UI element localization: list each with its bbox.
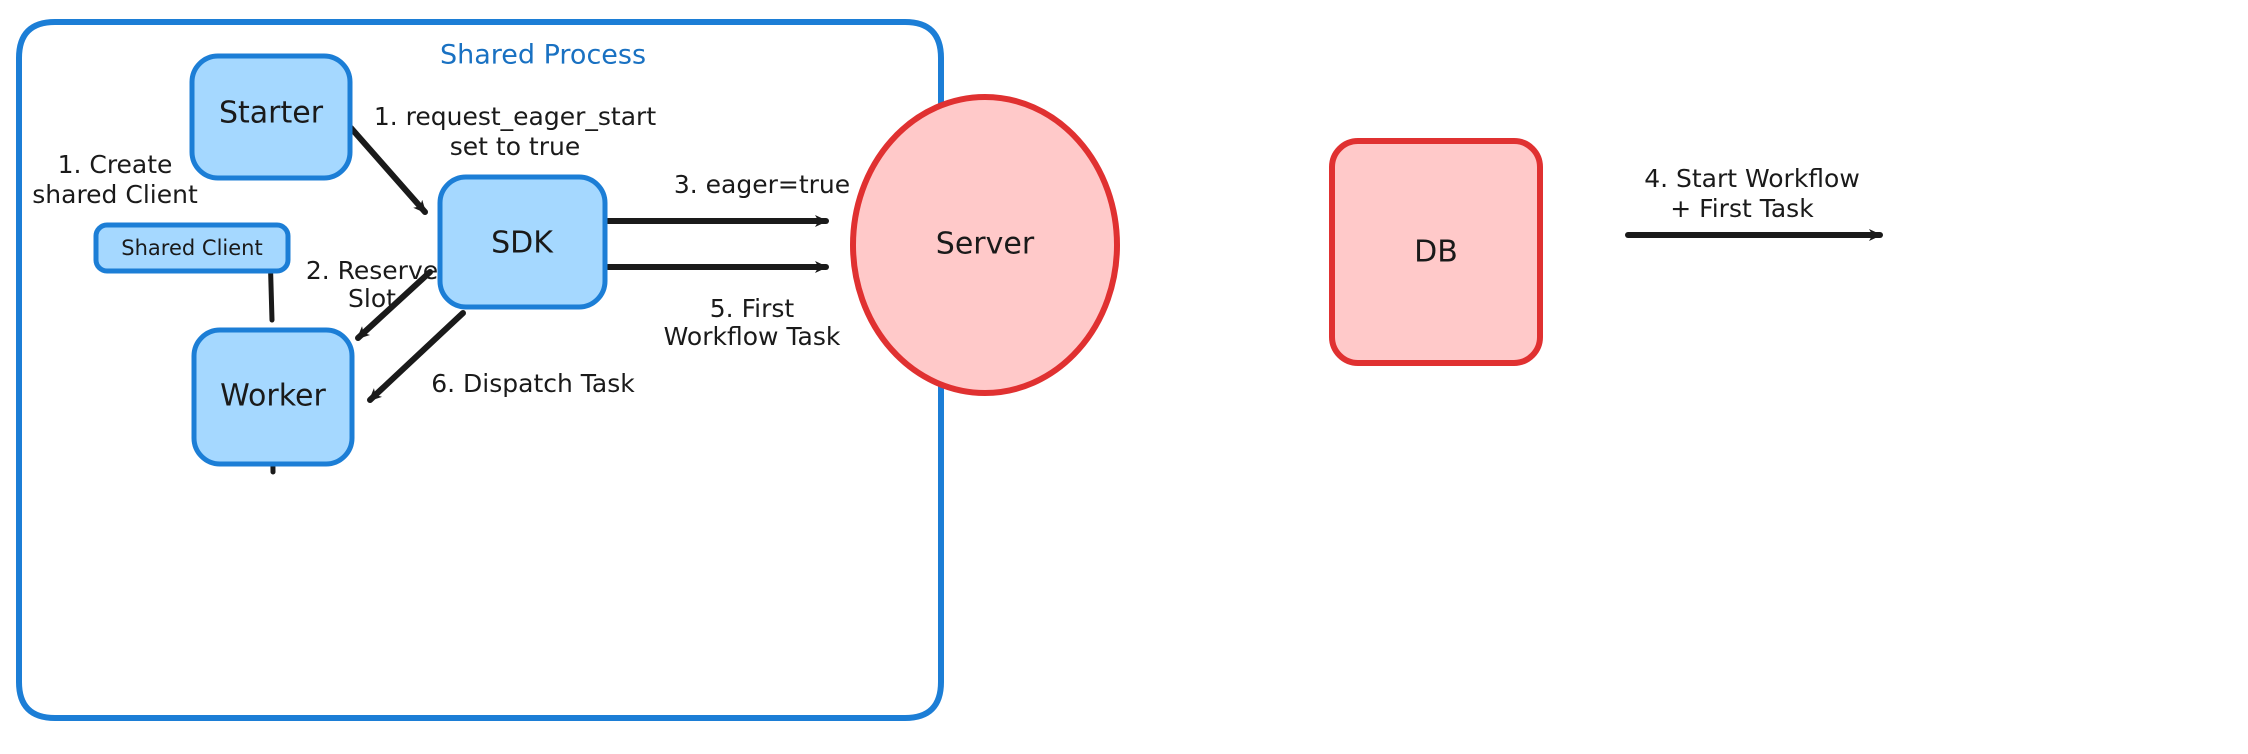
edge-sdk-server-first-workflow-task: 5. First Workflow Task bbox=[605, 261, 841, 351]
edge-label-5-line1: 5. First bbox=[710, 294, 795, 323]
node-shared-client-label: Shared Client bbox=[121, 236, 262, 260]
edge-line bbox=[348, 125, 428, 215]
node-db[interactable]: DB bbox=[1329, 138, 1543, 366]
node-worker-label: Worker bbox=[220, 379, 326, 414]
edge-label-6: 6. Dispatch Task bbox=[431, 369, 635, 398]
edge-starter-sdk: 1. request_eager_start set to true bbox=[348, 102, 656, 215]
node-sdk[interactable]: SDK bbox=[437, 174, 608, 310]
edge-sdk-worker-reserve-slot: 2. Reserve Slot bbox=[306, 256, 438, 341]
node-server-label: Server bbox=[936, 227, 1035, 262]
node-shared-client[interactable]: Shared Client bbox=[93, 222, 291, 274]
node-server[interactable]: Server bbox=[850, 94, 1120, 396]
edge-label-4-line1: 4. Start Workflow bbox=[1644, 164, 1860, 193]
edge-label-1-line1: 1. request_eager_start bbox=[374, 102, 656, 131]
shared-process-border bbox=[16, 19, 944, 721]
edge-line bbox=[355, 269, 433, 341]
node-worker-shape[interactable] bbox=[191, 327, 355, 467]
edge-label-7-line1: 1. Create bbox=[58, 150, 173, 179]
node-shared-client-shape[interactable] bbox=[93, 222, 291, 274]
shared-process-label: Shared Process bbox=[440, 40, 646, 71]
edge-label-7-line2: shared Client bbox=[32, 180, 198, 209]
shared-process-group: Shared Process bbox=[16, 19, 944, 721]
edge-sdk-server-eager: 3. eager=true bbox=[605, 170, 850, 227]
node-sdk-label: SDK bbox=[491, 226, 554, 261]
node-db-label: DB bbox=[1414, 235, 1458, 270]
node-sdk-shape[interactable] bbox=[437, 174, 608, 310]
edge-label-create-shared-client: 1. Create shared Client bbox=[32, 150, 198, 209]
edge-label-4-line2: + First Task bbox=[1670, 194, 1814, 223]
node-db-shape[interactable] bbox=[1329, 138, 1543, 366]
edge-sdk-worker-dispatch-task: 6. Dispatch Task bbox=[367, 310, 635, 403]
node-starter-label: Starter bbox=[219, 96, 324, 131]
edge-server-db: 4. Start Workflow + First Task bbox=[1625, 164, 1883, 241]
edge-label-5-line2: Workflow Task bbox=[664, 322, 841, 351]
edge-line bbox=[367, 310, 466, 403]
node-worker[interactable]: Worker bbox=[191, 327, 355, 467]
edge-label-2-line2: Slot bbox=[348, 284, 396, 313]
edge-label-1-line2: set to true bbox=[450, 132, 581, 161]
node-server-shape[interactable] bbox=[850, 94, 1120, 396]
node-starter-shape[interactable] bbox=[189, 53, 353, 181]
edge-label-3: 3. eager=true bbox=[674, 170, 850, 199]
edge-label-2-line1: 2. Reserve bbox=[306, 256, 438, 285]
node-starter[interactable]: Starter bbox=[189, 53, 353, 181]
